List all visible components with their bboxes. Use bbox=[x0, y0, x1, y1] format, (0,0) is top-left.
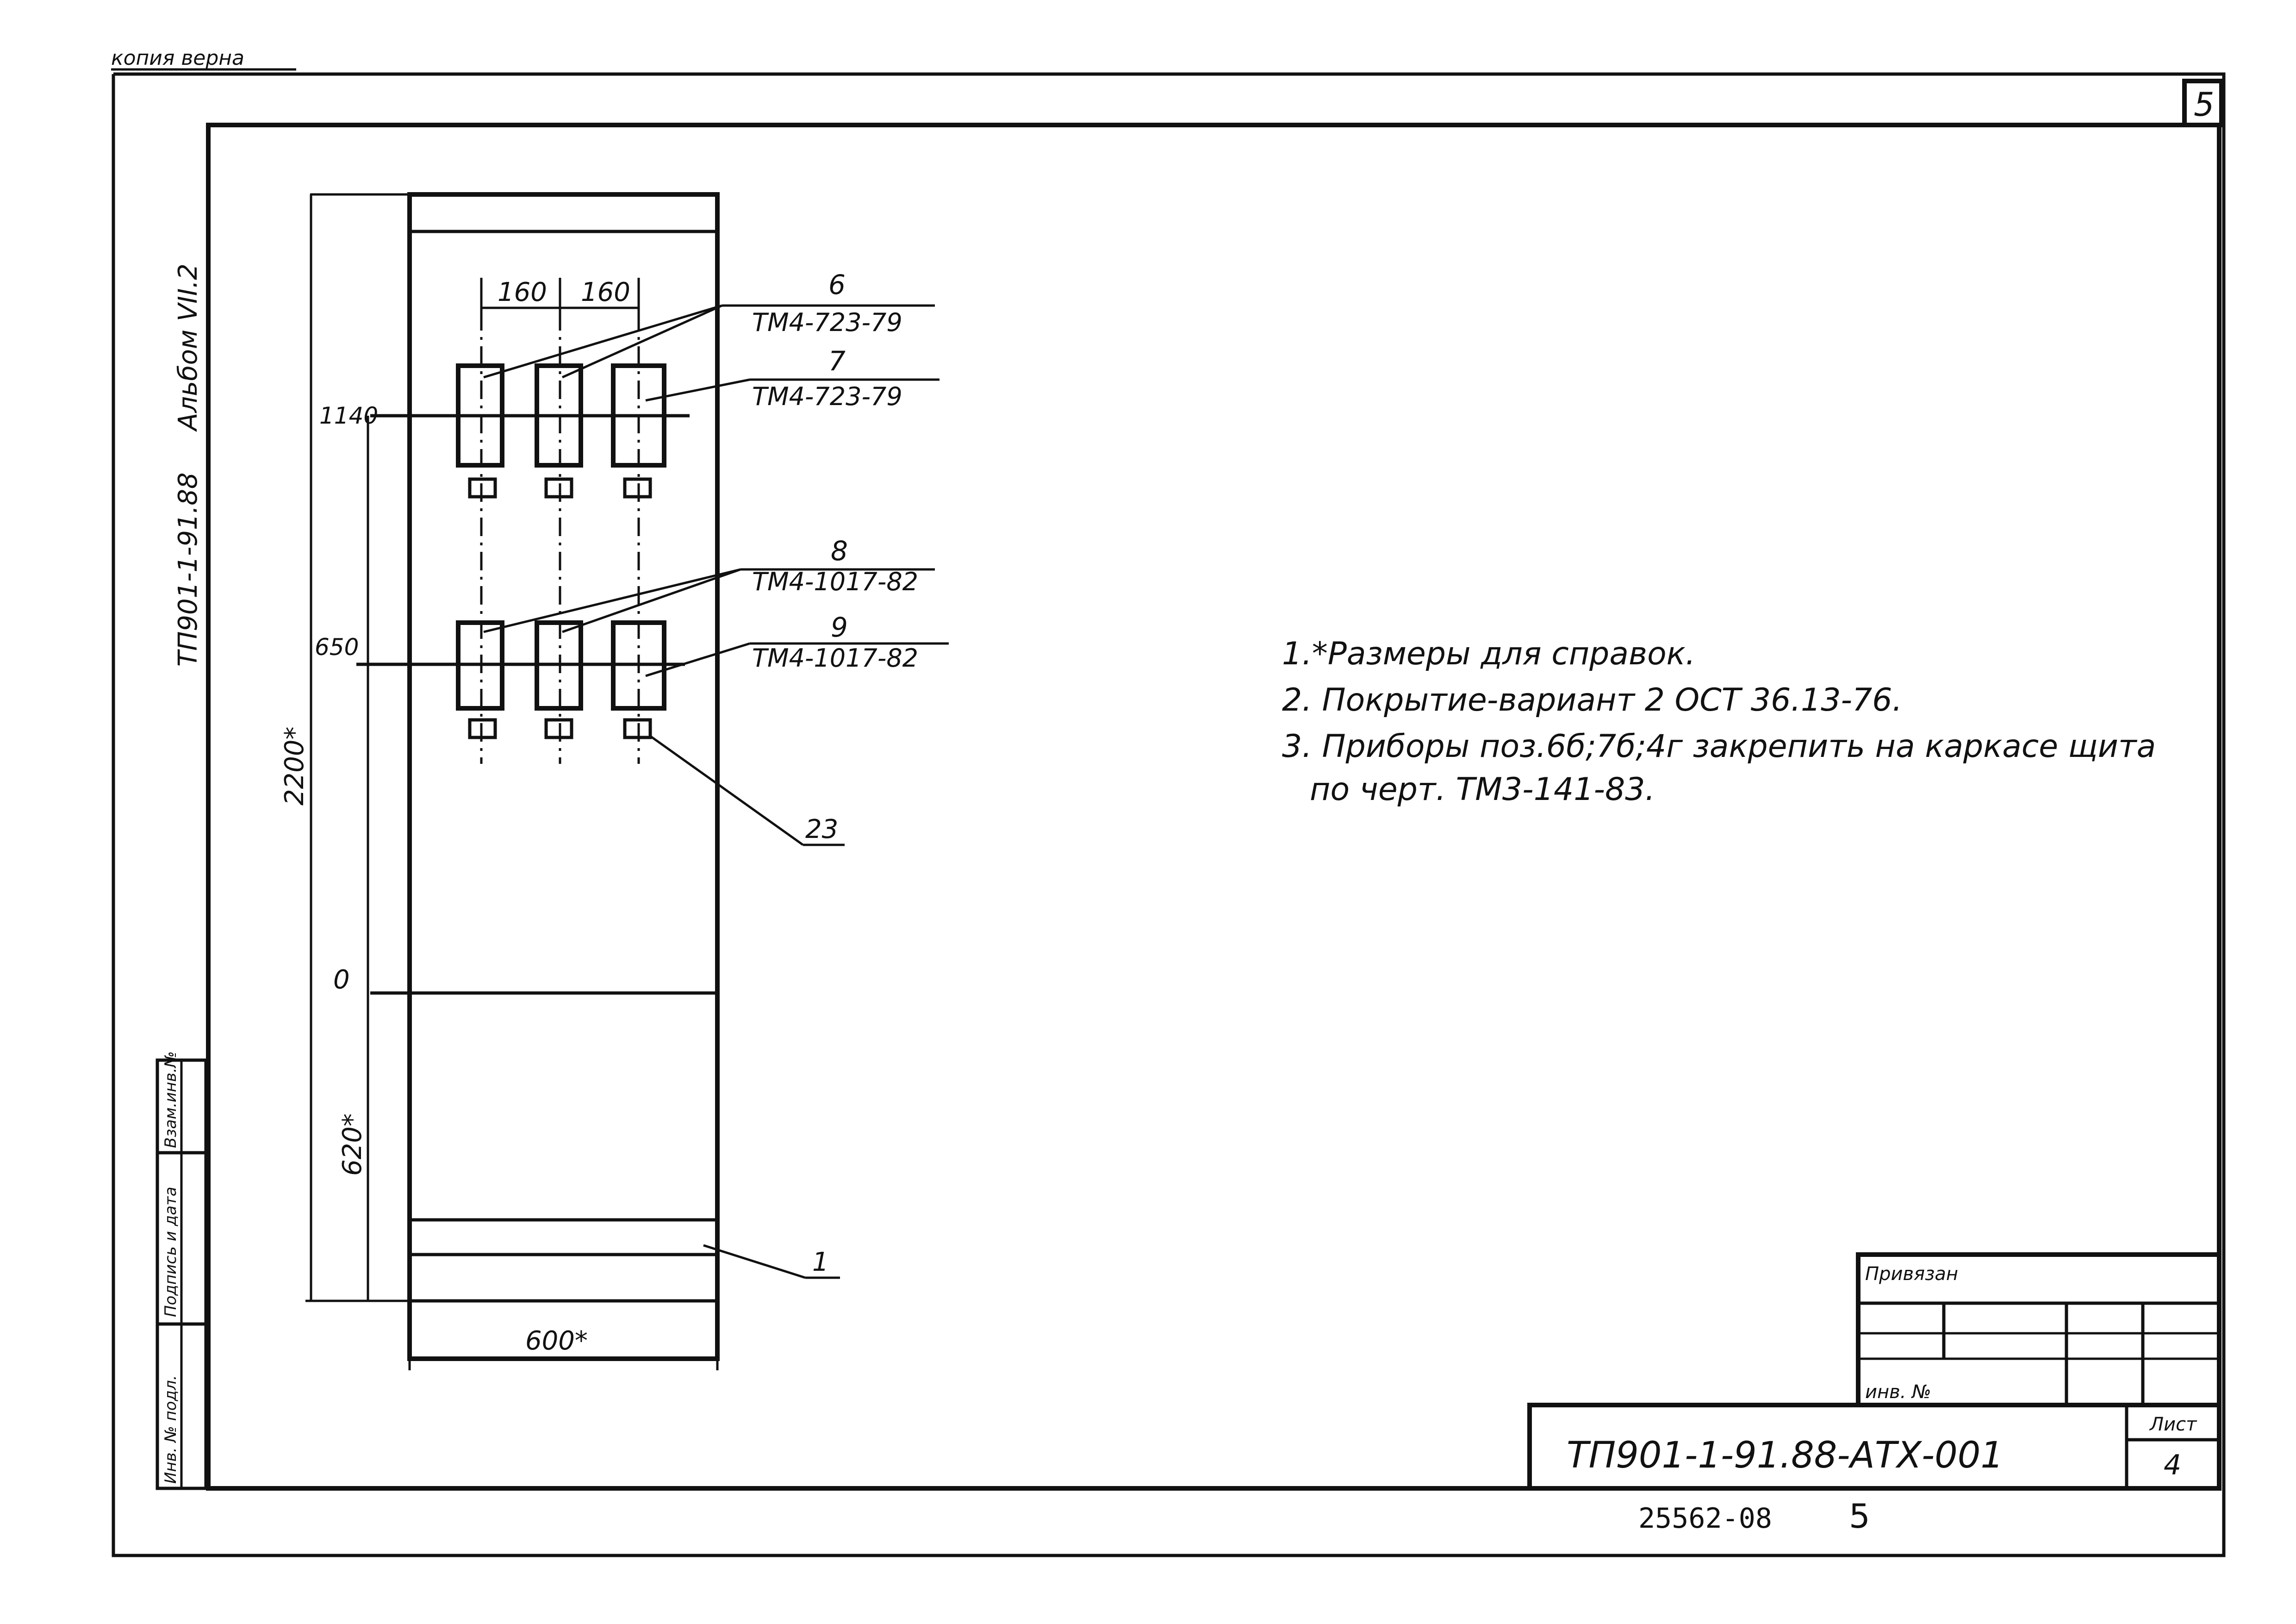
label-plate-5 bbox=[544, 718, 573, 739]
label-plate-2 bbox=[544, 477, 573, 499]
callout-7-number: 7 bbox=[828, 345, 846, 377]
note-4: по черт. ТМ3-141-83. bbox=[1310, 771, 1655, 808]
note-2: 2. Покрытие-вариант 2 ОСТ 36.13-76. bbox=[1282, 682, 1902, 718]
level-650-label: 650 bbox=[315, 634, 359, 661]
label-plate-6 bbox=[623, 718, 652, 739]
callout-23: 23 bbox=[805, 814, 838, 844]
callout-1: 1 bbox=[812, 1247, 829, 1277]
panel-view bbox=[356, 192, 720, 1361]
callout-9-ref: ТМ4-1017-82 bbox=[752, 643, 918, 673]
notes: 1.*Размеры для справок. 2. Покрытие-вари… bbox=[1282, 636, 2156, 808]
level-0-label: 0 bbox=[333, 965, 350, 995]
note-3: 3. Приборы поз.6б;7б;4г закрепить на кар… bbox=[1282, 728, 2156, 765]
callouts: 6 ТМ4-723-79 7 ТМ4-723-79 8 ТМ4-1017-82 … bbox=[483, 269, 949, 1279]
label-plate-1 bbox=[468, 477, 497, 499]
dim-160-left: 160 bbox=[498, 277, 547, 307]
title-inv-no: инв. № bbox=[1865, 1381, 1931, 1403]
dim-height-base: 620* bbox=[337, 1113, 367, 1176]
title-sheet-label: Лист bbox=[2149, 1414, 2197, 1435]
label-plate-3 bbox=[623, 477, 652, 499]
title-designation: ТП901-1-91.88-АТХ-001 bbox=[1567, 1435, 2004, 1476]
sheet-corner-number: 5 bbox=[2194, 86, 2215, 124]
title-privyazan: Привязан bbox=[1865, 1263, 1958, 1285]
copy-mark: копия верна bbox=[111, 46, 244, 70]
callout-6-number: 6 bbox=[828, 269, 846, 300]
callout-7-ref: ТМ4-723-79 bbox=[752, 382, 902, 411]
drawing-frame bbox=[206, 123, 2221, 1491]
left-strip-sign: Подпись и дата bbox=[162, 1187, 180, 1317]
dim-height-total: 2200* bbox=[280, 726, 310, 806]
side-label-project: ТП901-1-91.88 bbox=[173, 472, 203, 667]
level-1140-label: 1140 bbox=[319, 402, 378, 429]
left-strip-inv: Инв. № подл. bbox=[162, 1375, 180, 1484]
side-label-album: Альбом VII.2 bbox=[173, 263, 203, 432]
footer-code: 25562-08 bbox=[1638, 1502, 1772, 1535]
left-strip-vzam: Взам.инв.№ bbox=[162, 1051, 180, 1148]
callout-9-number: 9 bbox=[831, 612, 848, 643]
dim-width: 600* bbox=[525, 1326, 588, 1356]
note-1: 1.*Размеры для справок. bbox=[1282, 636, 1695, 672]
title-sheet-number: 4 bbox=[2164, 1449, 2181, 1481]
callout-8-number: 8 bbox=[831, 535, 848, 567]
left-strip: Инв. № подл. Подпись и дата Взам.инв.№ bbox=[156, 1051, 208, 1490]
label-plate-4 bbox=[468, 718, 497, 739]
outer-frame bbox=[112, 72, 2226, 1557]
dimensions: 160 160 1140 650 0 2200* 620* 600* bbox=[280, 193, 719, 1370]
callout-8-ref: ТМ4-1017-82 bbox=[752, 567, 918, 596]
callout-6-ref: ТМ4-723-79 bbox=[752, 308, 902, 337]
dim-160-right: 160 bbox=[581, 277, 630, 307]
footer-page: 5 bbox=[1849, 1497, 1870, 1536]
title-block: Привязан инв. № ТП901-1-91.88-АТХ-001 Ли… bbox=[1527, 1252, 2221, 1491]
